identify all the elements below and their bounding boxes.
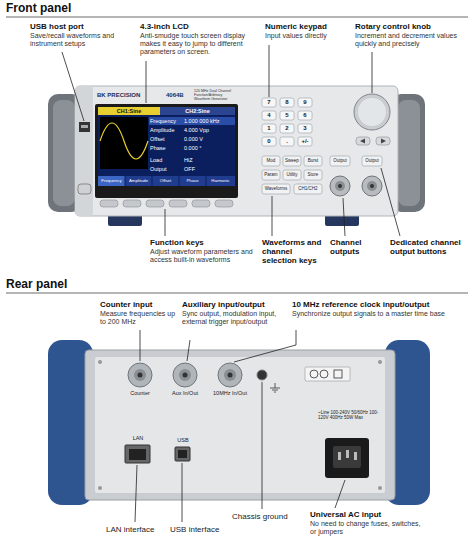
key-label: +/-	[298, 137, 312, 146]
key-label: 6	[298, 111, 312, 120]
softkey-label: Offset	[152, 176, 179, 186]
callout-text: Anti-smudge touch screen display makes i…	[140, 32, 252, 56]
channel-tab: CH1:Sine	[98, 107, 160, 115]
softkey-label: Phase	[179, 176, 206, 186]
key-label: 2	[280, 124, 294, 133]
screen-text: Frequency	[150, 118, 184, 124]
key-label: .	[280, 137, 294, 146]
screen-text: 0.000 °	[184, 145, 234, 151]
button-label: Output	[362, 156, 382, 166]
button-label: Utility	[283, 170, 301, 180]
softkey-label: Harmonic	[206, 176, 235, 186]
callout-title: Rotary control knob	[355, 22, 463, 31]
key-label: 3	[298, 124, 312, 133]
callout-title: 10 MHz reference clock input/output	[292, 300, 464, 309]
callout-title: LAN interface	[106, 525, 168, 534]
screen-text: Phase	[150, 145, 184, 151]
button-label: Param	[262, 170, 280, 180]
channel-tab: CH2:Sine	[160, 107, 235, 115]
screen-text: Load	[150, 157, 184, 163]
callout-title: Dedicated channel output buttons	[390, 238, 468, 256]
rating-text: ~Line 100-240V 50/60Hz 100-120V 400Hz 50…	[318, 410, 388, 420]
key-label: 4	[262, 111, 276, 120]
screen-text: Offset	[150, 136, 184, 142]
port-label: Aux In/Out	[163, 390, 207, 396]
button-label: Burst	[304, 156, 322, 166]
softkey-label: Amplitude	[125, 176, 152, 186]
softkey-label: Frequency	[98, 176, 125, 186]
callout-title: USB interface	[170, 525, 232, 534]
key-label: 0	[262, 137, 276, 146]
port-label: 10MHz In/Out	[206, 390, 254, 396]
port-label: USB	[169, 437, 197, 443]
callout-text: Input values directly	[265, 32, 345, 40]
key-label: 5	[280, 111, 294, 120]
callout-title: Channel outputs	[330, 238, 382, 256]
key-label: 7	[262, 98, 276, 107]
button-label: Output	[330, 156, 350, 166]
section-heading: Rear panel	[6, 278, 146, 292]
model-description: 120 MHz Dual Channel Function/Arbitrary …	[194, 89, 238, 101]
screen-text: 0.000 V	[184, 136, 234, 142]
brand-text: 4064B	[166, 92, 192, 99]
callout-text: Measure frequencies up to 200 MHz	[100, 310, 178, 326]
callout-title: Waveforms and channel selection keys	[262, 238, 326, 266]
key-label: 9	[298, 98, 312, 107]
callout-text: No need to change fuses, switches, or ju…	[310, 520, 422, 536]
button-label: CH1/CH2	[294, 184, 322, 194]
callout-text: Synchronize output signals to a master t…	[292, 310, 464, 318]
section-heading: Front panel	[6, 2, 146, 16]
callout-title: Function keys	[150, 238, 260, 247]
screen-text: 4.000 Vpp	[184, 127, 234, 133]
callout-title: Counter input	[100, 300, 178, 309]
screen-text: 1.000 000 kHz	[184, 118, 234, 124]
callout-text: Sync output, modulation input, external …	[182, 310, 287, 326]
key-label: 8	[280, 98, 294, 107]
screen-text: Amplitude	[150, 127, 184, 133]
button-label: Store	[304, 170, 322, 180]
screen-text: HiZ	[184, 157, 234, 163]
port-label: LAN	[124, 435, 152, 441]
key-label: 1	[262, 124, 276, 133]
screen-text: Output	[150, 166, 184, 172]
callout-text: Increment and decrement values quickly a…	[355, 32, 463, 48]
button-label: Sweep	[283, 156, 301, 166]
port-label: Counter	[118, 390, 162, 396]
callout-text: Adjust waveform parameters and access bu…	[150, 248, 260, 264]
screen-text: OFF	[184, 166, 234, 172]
callout-text: Save/recall waveforms and instrument set…	[30, 32, 125, 48]
callout-title: USB host port	[30, 22, 125, 31]
callout-title: Chassis ground	[232, 512, 296, 521]
callout-title: Numeric keypad	[265, 22, 345, 31]
callout-title: 4.3-inch LCD	[140, 22, 252, 31]
button-label: Mod	[262, 156, 280, 166]
callout-title: Universal AC input	[310, 510, 422, 519]
button-label: Waveforms	[262, 184, 290, 194]
callout-title: Auxiliary input/output	[182, 300, 287, 309]
brand-text: BK PRECISION	[97, 92, 159, 99]
